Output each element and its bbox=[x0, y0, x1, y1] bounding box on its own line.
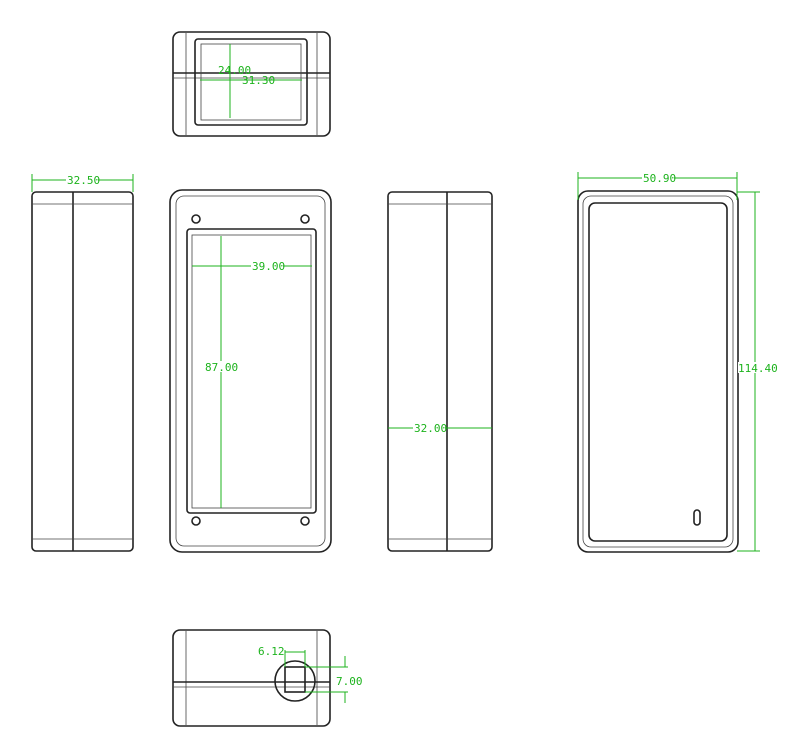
dim-hole-width: 6.12 bbox=[258, 645, 285, 658]
dim-window-width: 39.00 bbox=[252, 260, 285, 273]
dim-top-height: 24.00 bbox=[218, 64, 251, 77]
left-side-view: 32.50 bbox=[31, 174, 134, 552]
dim-right-depth: 32.00 bbox=[414, 422, 447, 435]
back-view: 50.90 114.40 bbox=[577, 172, 778, 553]
dim-top-width: 31.30 bbox=[242, 74, 275, 87]
top-view: 24.00 31.30 bbox=[172, 31, 331, 137]
dim-hole-height: 7.00 bbox=[336, 675, 363, 688]
dim-window-height: 87.00 bbox=[205, 361, 238, 374]
front-view: 39.00 87.00 bbox=[169, 189, 332, 553]
right-side-view: 32.00 bbox=[387, 191, 493, 552]
dim-left-width: 32.50 bbox=[67, 174, 100, 187]
dim-back-width: 50.90 bbox=[643, 172, 676, 185]
dim-back-height: 114.40 bbox=[738, 362, 778, 375]
bottom-view: 6.12 7.00 bbox=[172, 629, 363, 727]
